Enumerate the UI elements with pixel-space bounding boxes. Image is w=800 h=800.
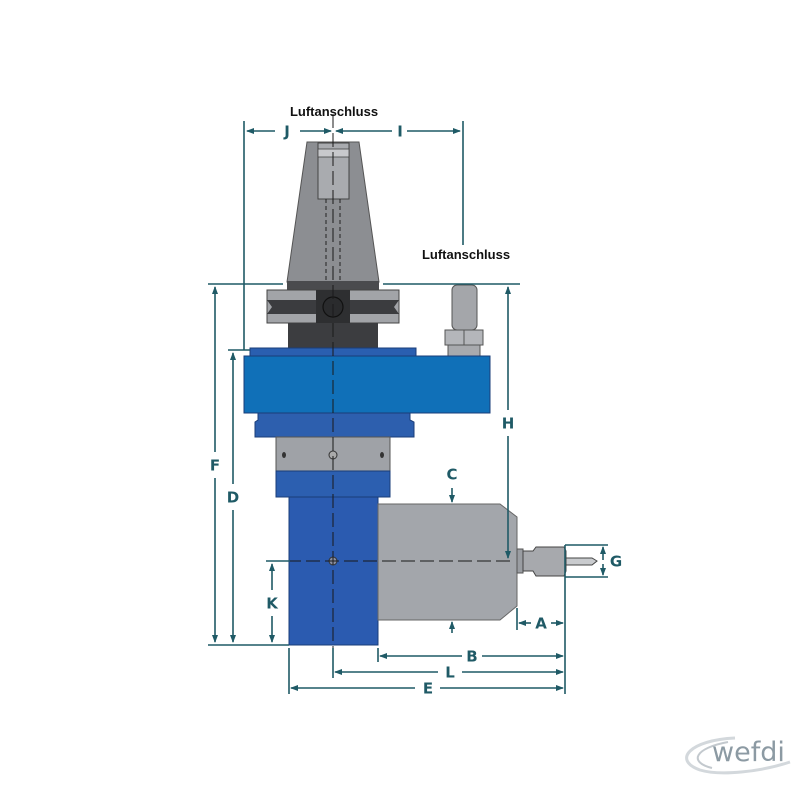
dim-label-b: B [466,648,477,666]
dimension-lines [208,121,608,694]
dim-label-c: C [446,466,457,484]
dim-label-j: J [283,123,290,141]
logo-text: wefdi [712,737,785,768]
air-connection-label-top: Luftanschluss [290,104,378,119]
dim-label-f: F [210,457,220,475]
dim-label-i: I [397,123,403,141]
dim-label-a: A [535,615,547,633]
wefdi-logo: wefdi [685,736,791,775]
dim-label-l: L [445,664,455,682]
dim-label-g: G [610,553,622,571]
dim-label-d: D [227,489,239,507]
air-fitting [444,284,484,358]
dim-label-e: E [423,680,433,698]
spindle-housing [377,503,598,621]
dim-label-k: K [266,595,279,613]
air-connection-label-side: Luftanschluss [422,247,510,262]
dim-label-h: H [502,415,515,433]
